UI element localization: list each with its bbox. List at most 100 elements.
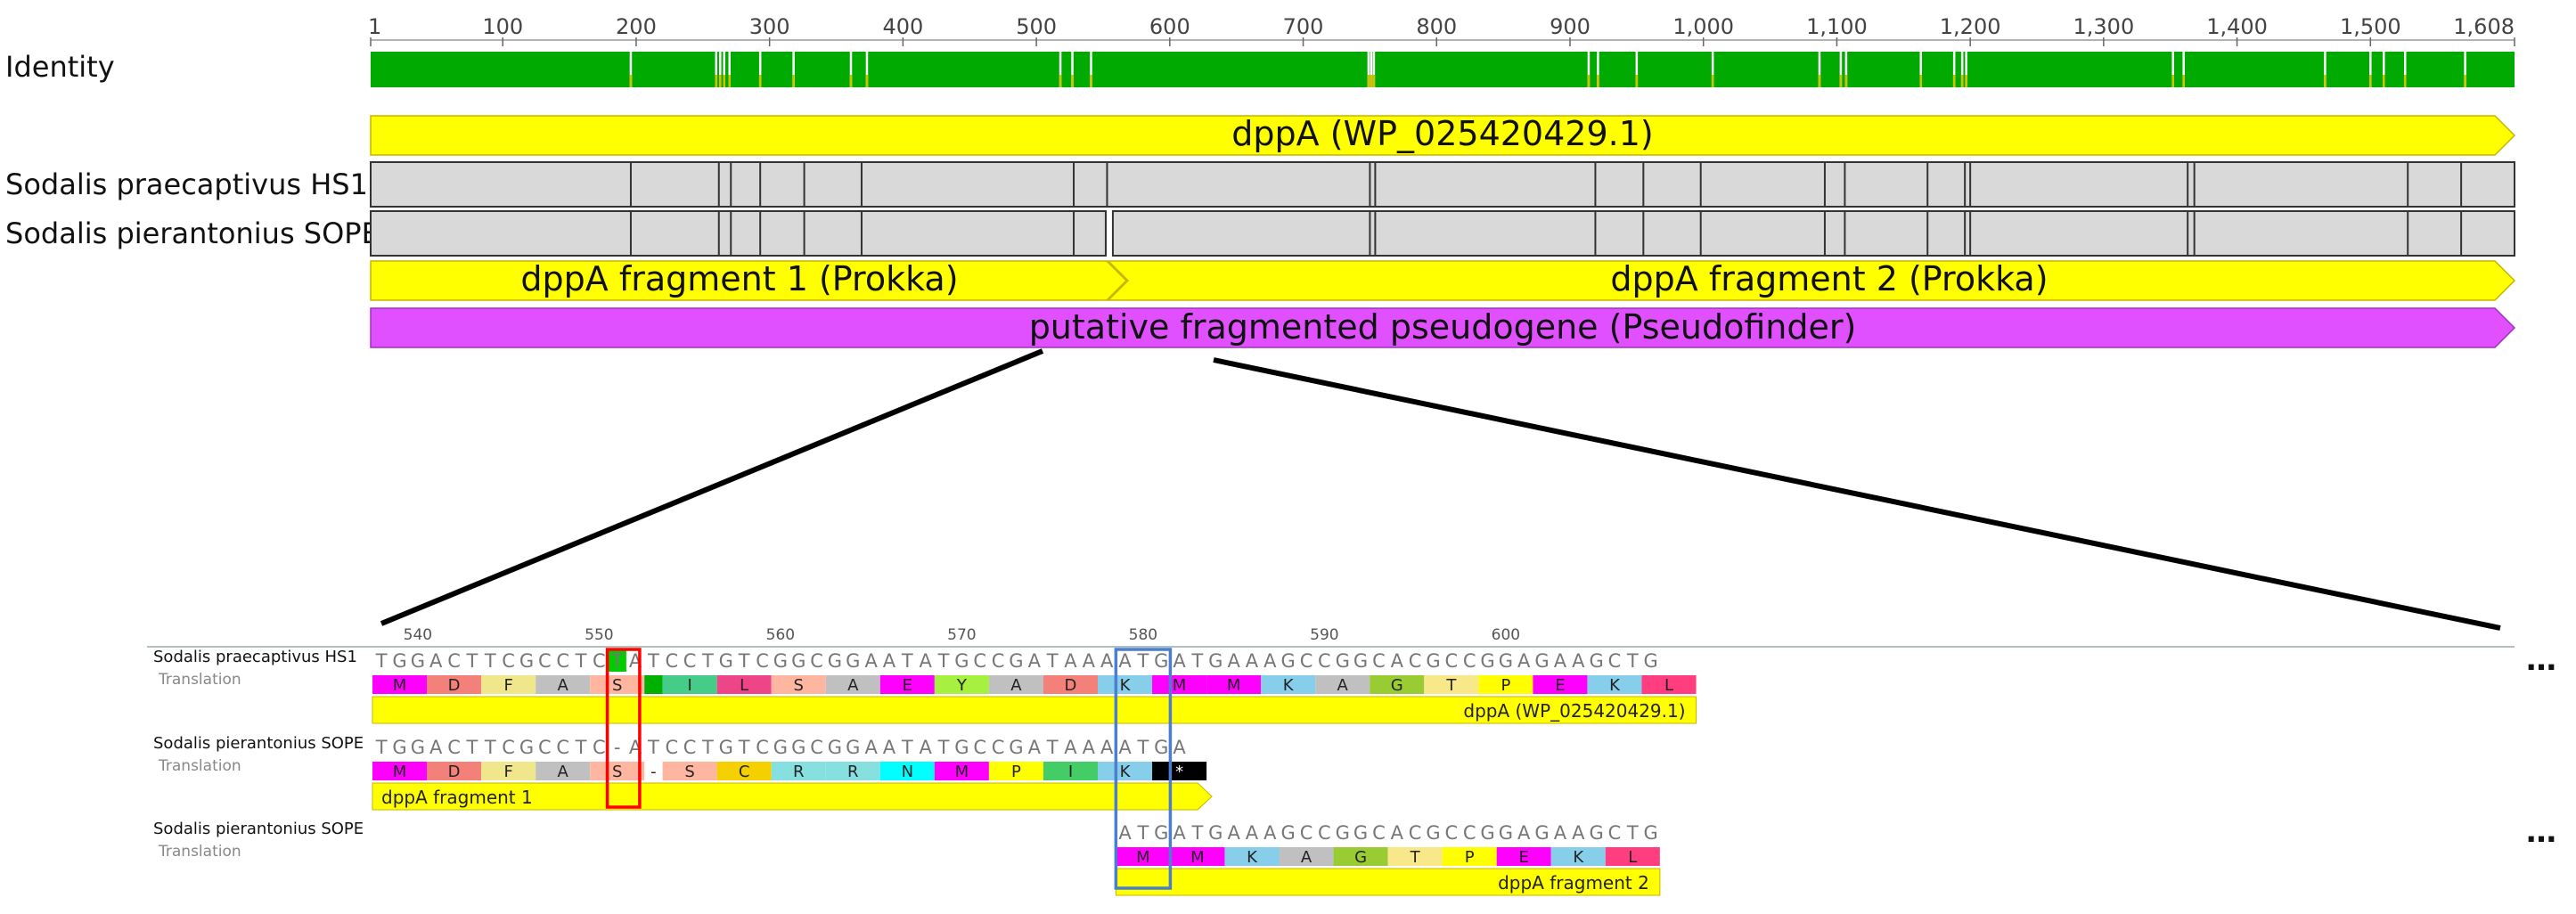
detail-annotation-bar[interactable]	[372, 696, 1697, 724]
ruler-tick-label: 500	[1016, 14, 1057, 39]
nucleotide: G	[828, 737, 842, 758]
amino-acid-cell	[934, 675, 989, 694]
nucleotide: G	[719, 650, 733, 672]
nucleotide: G	[1154, 737, 1168, 758]
detail-position-tick: 580	[1129, 626, 1157, 644]
detail-annotation-arrow[interactable]	[372, 782, 1213, 811]
pseudogene-annotation[interactable]: putative fragmented pseudogene (Pseudofi…	[370, 307, 2516, 348]
nucleotide: A	[1517, 650, 1531, 672]
nucleotide: T	[1626, 822, 1639, 844]
nucleotide: G	[1208, 822, 1223, 844]
nucleotide: G	[1589, 822, 1603, 844]
pseudogene-arrow[interactable]	[370, 307, 2516, 348]
amino-acid-label: *	[1175, 763, 1183, 781]
identity-bar	[371, 52, 2515, 87]
nucleotide: C	[992, 650, 1005, 672]
reference-annotation-arrow[interactable]	[370, 115, 2516, 156]
ruler-tick-label: 600	[1149, 14, 1190, 39]
amino-acid-label: I	[1068, 763, 1073, 781]
detail-annotation-bar[interactable]	[1115, 868, 1661, 896]
nucleotide: C	[556, 650, 569, 672]
nucleotide: G	[519, 737, 534, 758]
nucleotide: G	[1480, 650, 1494, 672]
nucleotide: A	[1118, 650, 1132, 672]
fragment-2-arrow[interactable]	[1107, 260, 2516, 301]
nucleotide: T	[1191, 822, 1204, 844]
ruler-tick-label: 700	[1283, 14, 1324, 39]
detail-row1-name: Sodalis praecaptivus HS1	[153, 648, 357, 666]
ruler-tick-label: 1,608	[2453, 14, 2515, 39]
nucleotide: G	[392, 650, 406, 672]
amino-acid-label: N	[902, 763, 913, 781]
nucleotide: T	[375, 650, 388, 672]
amino-acid-cell	[771, 675, 826, 694]
nucleotide: A	[1028, 737, 1042, 758]
nucleotide: C	[1463, 822, 1476, 844]
ruler-tick-label: 1,200	[1940, 14, 2001, 39]
nucleotide: G	[1208, 650, 1223, 672]
nucleotide: A	[1173, 650, 1186, 672]
nucleotide: G	[1154, 822, 1168, 844]
ruler-tick-label: 1,000	[1672, 14, 1734, 39]
start-codon-box	[1114, 648, 1173, 890]
highlighted-nucleotide	[608, 650, 626, 672]
amino-acid-label: -	[650, 763, 657, 781]
nucleotide: G	[1009, 737, 1023, 758]
zoom-line-right	[1213, 357, 2501, 631]
nucleotide: T	[610, 650, 623, 672]
fragment-1-label: dppA fragment 1 (Prokka)	[520, 259, 958, 298]
nucleotide: T	[1136, 737, 1149, 758]
amino-acid-cell	[1098, 675, 1153, 694]
amino-acid-label: A	[1010, 676, 1022, 695]
ruler-tick-label: 1,400	[2206, 14, 2268, 39]
nucleotide: G	[1499, 822, 1513, 844]
amino-acid-label: R	[793, 763, 805, 781]
reference-annotation[interactable]: dppA (WP_025420429.1)	[370, 114, 2516, 156]
nucleotide: A	[1083, 737, 1096, 758]
amino-acid-label: A	[558, 676, 569, 695]
amino-acid-cell	[771, 762, 826, 780]
nucleotide: C	[1409, 650, 1422, 672]
amino-acid-label: Y	[956, 676, 968, 695]
nucleotide: C	[1318, 822, 1331, 844]
amino-acid-label: R	[847, 763, 859, 781]
amino-acid-label: L	[1628, 848, 1637, 867]
nucleotide: C	[1463, 650, 1476, 672]
nucleotide: T	[1046, 737, 1059, 758]
fragment-1-arrow[interactable]	[370, 260, 1128, 301]
ruler-tick-label: 100	[482, 14, 523, 39]
amino-acid-label: L	[1664, 676, 1673, 695]
fragment-annotations[interactable]: dppA fragment 1 (Prokka)dppA fragment 2 …	[370, 259, 2516, 301]
nucleotide: G	[1499, 650, 1513, 672]
nucleotide: C	[992, 737, 1005, 758]
detail-annotation-label: dppA fragment 2	[1498, 872, 1649, 894]
nucleotide: C	[1300, 650, 1313, 672]
nucleotide: T	[575, 737, 587, 758]
nucleotide: C	[556, 737, 569, 758]
nucleotide: T	[738, 650, 750, 672]
amino-acid-cell	[1550, 847, 1606, 866]
nucleotide: T	[466, 737, 478, 758]
detail-row1-sub: Translation	[159, 671, 241, 689]
nucleotide: A	[1391, 822, 1404, 844]
nucleotide: C	[756, 737, 769, 758]
amino-acid-label: M	[1173, 676, 1187, 695]
nucleotide: -	[614, 737, 621, 758]
amino-acid-label: A	[1301, 848, 1313, 867]
nucleotide: A	[1246, 650, 1259, 672]
identity-label: Identity	[5, 50, 115, 84]
track-label-praecaptivus: Sodalis praecaptivus HS1	[5, 167, 368, 201]
amino-acid-label: S	[612, 676, 622, 695]
amino-acid-label: D	[448, 763, 461, 781]
amino-acid-cell	[1224, 847, 1280, 866]
nucleotide: T	[647, 650, 659, 672]
ruler-tick-label: 800	[1416, 14, 1457, 39]
amino-acid-label: P	[1465, 848, 1475, 867]
amino-acid-cell	[1315, 675, 1370, 694]
ruler-tick-label: 300	[749, 14, 790, 39]
nucleotide: A	[429, 737, 443, 758]
ruler-tick-label: 1,100	[1806, 14, 1868, 39]
nucleotide: T	[738, 737, 750, 758]
amino-acid-cell	[1605, 847, 1660, 866]
nucleotide: C	[1608, 822, 1622, 844]
